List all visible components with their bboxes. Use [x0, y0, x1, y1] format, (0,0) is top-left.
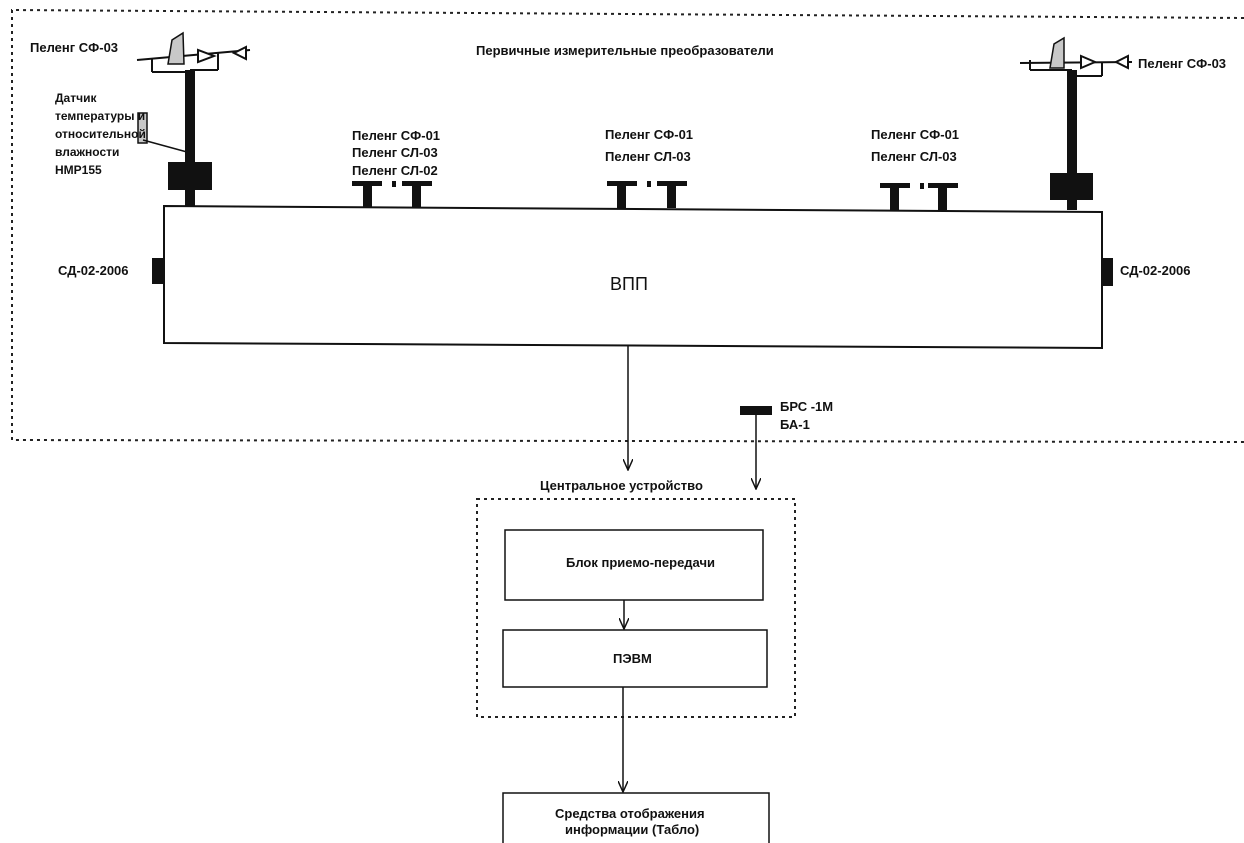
runway-label: ВПП [610, 274, 648, 294]
group1-label-2: Пеленг СЛ-03 [352, 145, 438, 160]
temp-sensor-label-1: Датчик [55, 91, 97, 105]
transceiver-box [504, 529, 764, 601]
temp-sensor-label-5: HMP155 [55, 163, 102, 177]
temperature-sensor [137, 112, 188, 153]
sd-left-block [152, 258, 164, 284]
display-label-1: Средства отображения [555, 806, 705, 821]
temp-sensor-label-3: относительной [55, 127, 146, 141]
brs-label-2: БА-1 [780, 417, 810, 432]
display-label-2: информации (Табло) [565, 822, 699, 837]
group2-label-2: Пеленг СЛ-03 [605, 149, 691, 164]
peleng-sf03-left-label: Пеленг СФ-03 [30, 40, 118, 55]
left-mast [136, 31, 251, 208]
group2-label-1: Пеленг СФ-01 [605, 127, 693, 142]
anemometer-cup-icon [197, 48, 217, 64]
pc-label: ПЭВМ [613, 651, 652, 666]
central-device-title: Центральное устройство [540, 478, 703, 493]
anemometer-cup-icon [231, 45, 247, 61]
wind-vane-icon [1049, 36, 1065, 69]
wind-vane-icon [167, 31, 185, 65]
brs-label-1: БРС -1М [780, 399, 833, 414]
temp-sensor-label-4: влажности [55, 145, 119, 159]
runway [163, 204, 1103, 350]
brs-block [740, 406, 772, 415]
central-device-boundary [476, 498, 796, 718]
temp-sensor-label-2: температуры и [55, 109, 145, 123]
anemometer-cup-icon [1080, 54, 1098, 70]
sd-right-label: СД-02-2006 [1120, 263, 1191, 278]
primary-transducers-title: Первичные измерительные преобразователи [476, 43, 774, 58]
display-box [502, 792, 770, 843]
group3-label-1: Пеленг СФ-01 [871, 127, 959, 142]
right-mast [1019, 36, 1133, 210]
group1-label-1: Пеленг СФ-01 [352, 128, 440, 143]
sensor-group-3 [880, 183, 958, 210]
sd-left-label: СД-02-2006 [58, 263, 129, 278]
anemometer-cup-icon [1113, 54, 1129, 70]
pc-box [502, 629, 768, 688]
transceiver-label: Блок приемо-передачи [566, 555, 715, 570]
sensor-group-2 [607, 181, 687, 208]
sd-right-block [1102, 258, 1113, 286]
peleng-sf03-right-label: Пеленг СФ-03 [1138, 56, 1226, 71]
group1-label-3: Пеленг СЛ-02 [352, 163, 438, 178]
group3-label-2: Пеленг СЛ-03 [871, 149, 957, 164]
primary-transducers-boundary [11, 8, 1244, 443]
sensor-group-1 [352, 181, 432, 207]
